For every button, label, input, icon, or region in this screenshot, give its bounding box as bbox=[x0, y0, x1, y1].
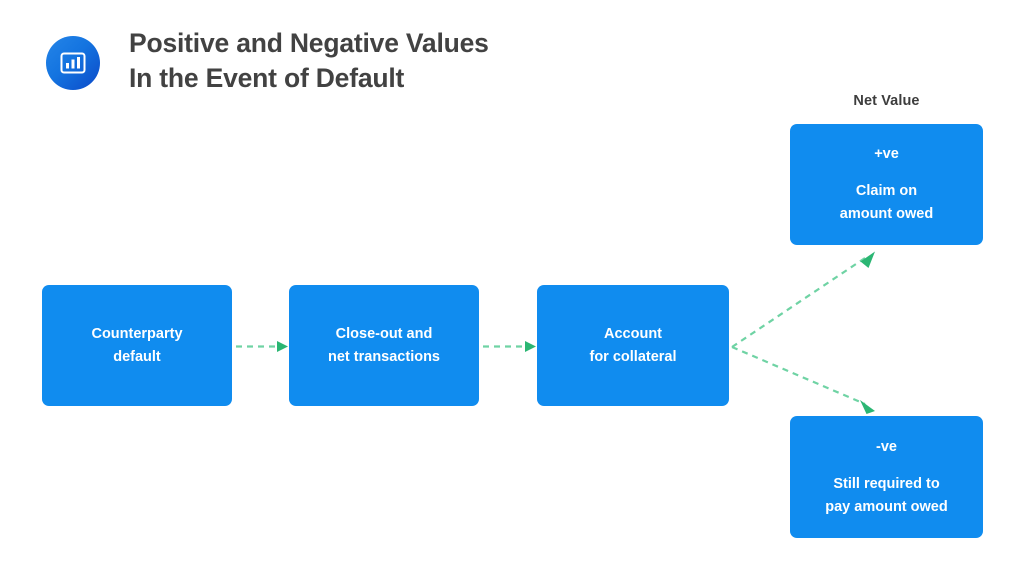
arrow-closeout-to-collateral bbox=[483, 341, 536, 352]
page-title: Positive and Negative Values In the Even… bbox=[129, 26, 689, 96]
flow-node-sign: -ve bbox=[876, 438, 897, 455]
flow-node-close-out-and-net-transactions[interactable]: Close-out and net transactions bbox=[289, 285, 479, 406]
arrow-counterparty-to-closeout bbox=[236, 341, 288, 352]
arrow-collateral-to-negative bbox=[731, 345, 875, 414]
flow-node-line-2: default bbox=[113, 348, 161, 365]
net-value-label: Net Value bbox=[853, 93, 920, 109]
flow-node-line-1: Close-out and bbox=[335, 325, 433, 342]
flow-node-line-1: Counterparty bbox=[91, 325, 183, 342]
flow-node-positive-net-value[interactable]: +ve Claim on amount owed bbox=[790, 124, 983, 245]
flow-node-account-for-collateral[interactable]: Account for collateral bbox=[537, 285, 729, 406]
page-title-line-1: Positive and Negative Values bbox=[129, 28, 489, 58]
flow-node-line-1: Claim on bbox=[855, 183, 918, 199]
flow-node-line-2: net transactions bbox=[328, 348, 440, 365]
flow-node-line-2: for collateral bbox=[589, 348, 677, 365]
flow-node-line-1: Still required to bbox=[833, 475, 940, 492]
flow-node-line-1: Account bbox=[604, 325, 662, 342]
flow-node-line-2: pay amount owed bbox=[825, 498, 948, 515]
arrow-collateral-to-positive bbox=[731, 251, 875, 348]
flow-node-line-2: amount owed bbox=[839, 206, 934, 222]
flow-node-sign: +ve bbox=[874, 146, 899, 162]
flow-node-counterparty-default[interactable]: Counterparty default bbox=[42, 285, 232, 406]
bar-chart-icon bbox=[46, 36, 100, 90]
flow-node-negative-net-value[interactable]: -ve Still required to pay amount owed bbox=[790, 416, 983, 538]
page-title-line-2: In the Event of Default bbox=[129, 63, 405, 93]
